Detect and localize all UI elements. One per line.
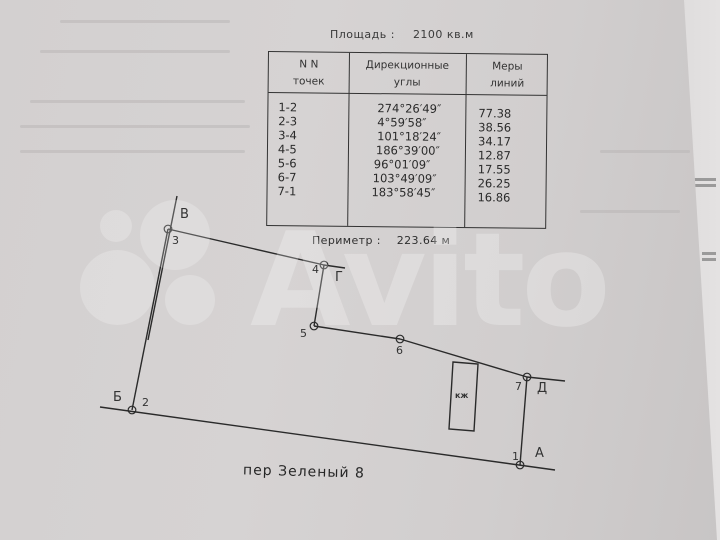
survey-point-1-marker xyxy=(515,460,525,470)
underlying-page-mark xyxy=(702,258,716,261)
point-number-1: 1 xyxy=(512,450,519,463)
point-number-4: 4 xyxy=(312,263,319,276)
point-number-7: 7 xyxy=(515,380,522,393)
boundary-7-1 xyxy=(519,376,528,466)
bleed-through-line xyxy=(20,150,245,153)
corner-letter-g: Г xyxy=(335,270,343,285)
underlying-page-mark xyxy=(688,184,716,187)
underlying-page-mark xyxy=(688,178,716,181)
point-number-5: 5 xyxy=(300,327,307,340)
corner-letter-d: Д xyxy=(537,381,548,396)
survey-point-5-marker xyxy=(309,321,319,331)
perimeter-value: 223.64 м xyxy=(396,234,451,247)
survey-point-7-marker xyxy=(522,372,532,382)
bleed-through-line xyxy=(30,100,245,103)
boundary-1-2 xyxy=(99,406,556,471)
boundary-5-6 xyxy=(313,325,401,340)
survey-point-6-marker xyxy=(395,334,405,344)
building-outline xyxy=(448,361,479,432)
area-heading: Площадь : 2100 кв.м xyxy=(330,28,474,41)
point-number-3: 3 xyxy=(172,234,179,247)
boundary-line-extension xyxy=(526,376,566,382)
survey-point-3-marker xyxy=(163,224,173,234)
survey-point-2-marker xyxy=(127,405,137,415)
building-label: кж xyxy=(455,391,469,400)
area-value: 2100 кв.м xyxy=(412,28,474,41)
corner-letter-v: В xyxy=(180,207,189,222)
area-label: Площадь : xyxy=(330,28,395,41)
bleed-through-line xyxy=(20,125,250,128)
boundary-2-3 xyxy=(131,228,169,411)
boundary-3-4 xyxy=(167,228,325,266)
boundary-line-extension xyxy=(147,195,178,341)
boundary-6-7 xyxy=(399,338,528,378)
corner-letter-b: Б xyxy=(113,390,122,405)
bleed-through-line xyxy=(580,210,680,213)
street-address-label: пер Зеленый 8 xyxy=(242,462,366,482)
boundary-4-5 xyxy=(313,264,325,327)
point-number-6: 6 xyxy=(396,344,403,357)
survey-point-4-marker xyxy=(319,260,329,270)
perimeter-label: Периметр : xyxy=(312,234,381,247)
point-number-2: 2 xyxy=(142,396,149,409)
bleed-through-line xyxy=(600,150,690,153)
bleed-through-line xyxy=(60,20,230,23)
underlying-page-mark xyxy=(702,252,716,255)
corner-letter-a: А xyxy=(535,446,544,461)
bleed-through-line xyxy=(40,50,230,53)
perimeter-line: Периметр : 223.64 м xyxy=(312,234,450,247)
